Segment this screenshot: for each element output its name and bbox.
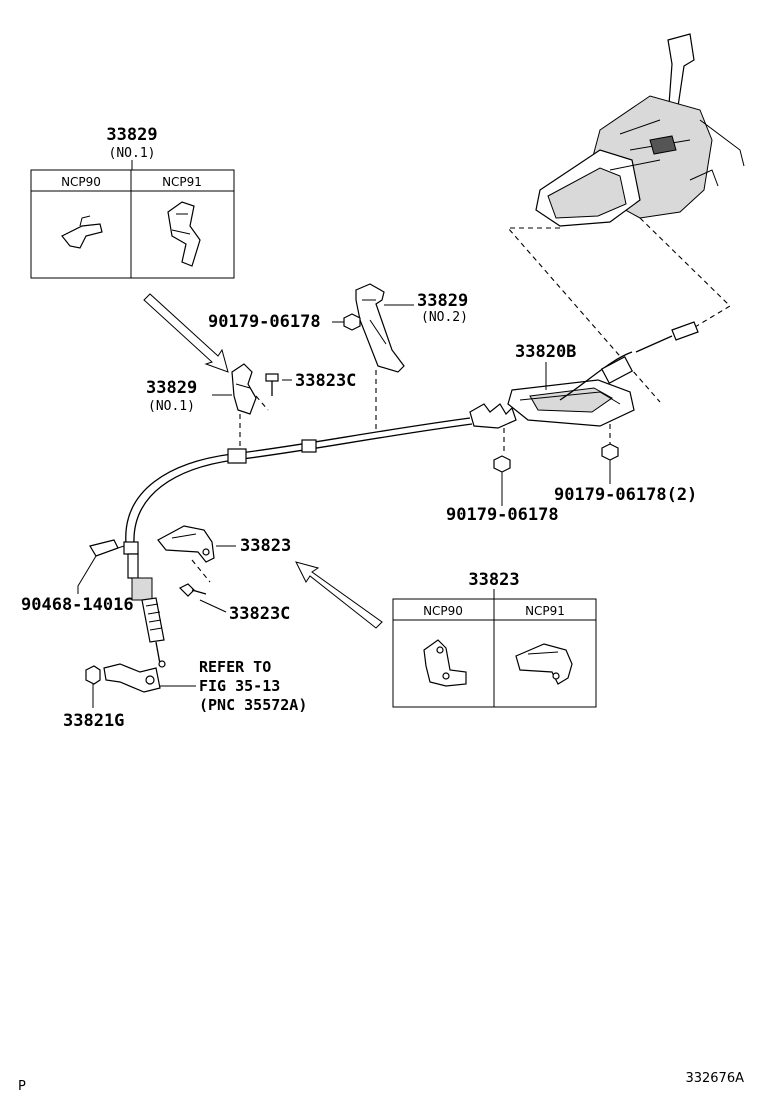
callout-33823: 33823 xyxy=(240,536,291,556)
callout-33829-no1-mid: 33829 xyxy=(146,378,197,398)
bolt-33823c-upper xyxy=(265,373,279,396)
shift-lever-assembly xyxy=(535,33,745,227)
callout-90179-06178-upper: 90179-06178 xyxy=(208,312,321,332)
shift-retainer-33820b xyxy=(469,321,699,429)
table-top: NCP90 NCP91 xyxy=(30,169,235,279)
callout-33823-box: 33823 xyxy=(468,570,519,590)
nut-right xyxy=(601,443,619,461)
callout-33829-no2-sub: (NO.2) xyxy=(421,310,468,325)
nut-upper xyxy=(343,313,361,331)
callout-90179-06178-center: 90179-06178 xyxy=(446,505,559,525)
bracket-no1-mid xyxy=(231,363,257,415)
callout-33829-no2: 33829 xyxy=(417,291,468,311)
callout-33823c-lower: 33823C xyxy=(229,604,290,624)
bracket-33823 xyxy=(157,525,215,563)
table-bottom-header-ncp90: NCP90 xyxy=(423,604,463,618)
bolt-33823c-lower xyxy=(178,583,207,597)
shift-cable xyxy=(123,417,473,668)
lever-leader-right xyxy=(639,217,731,331)
cable-end-fitting xyxy=(85,663,161,693)
callout-33829-no1-mid-sub: (NO.1) xyxy=(148,399,195,414)
callout-33821g: 33821G xyxy=(63,711,124,731)
footer-left-code: P xyxy=(18,1079,26,1094)
arrow-to-bracket-no1 xyxy=(143,293,229,373)
lever-leader-left xyxy=(506,227,661,403)
table-top-header-ncp90: NCP90 xyxy=(61,175,101,189)
footer-figure-id: 332676A xyxy=(685,1071,744,1086)
callout-90468-14016: 90468-14016 xyxy=(21,595,134,615)
callout-33829-no1-top: 33829 xyxy=(106,125,157,145)
callout-90179-06178-2: 90179-06178(2) xyxy=(554,485,697,505)
nut-center xyxy=(493,455,511,473)
table-bottom: NCP90 NCP91 xyxy=(392,598,597,708)
callout-33829-no1-top-sub: (NO.1) xyxy=(109,146,156,161)
table-top-header-ncp91: NCP91 xyxy=(162,175,202,189)
bracket-no2 xyxy=(355,283,405,373)
table-bottom-header-ncp91: NCP91 xyxy=(525,604,565,618)
callout-33820b: 33820B xyxy=(515,342,576,362)
refer-line-2: FIG 35-13 xyxy=(199,677,280,695)
refer-line-1: REFER TO xyxy=(199,658,271,676)
refer-line-3: (PNC 35572A) xyxy=(199,696,307,714)
callout-33823c-upper: 33823C xyxy=(295,371,356,391)
clip-90468-14016 xyxy=(89,539,125,557)
arrow-to-bracket-33823 xyxy=(295,561,383,629)
